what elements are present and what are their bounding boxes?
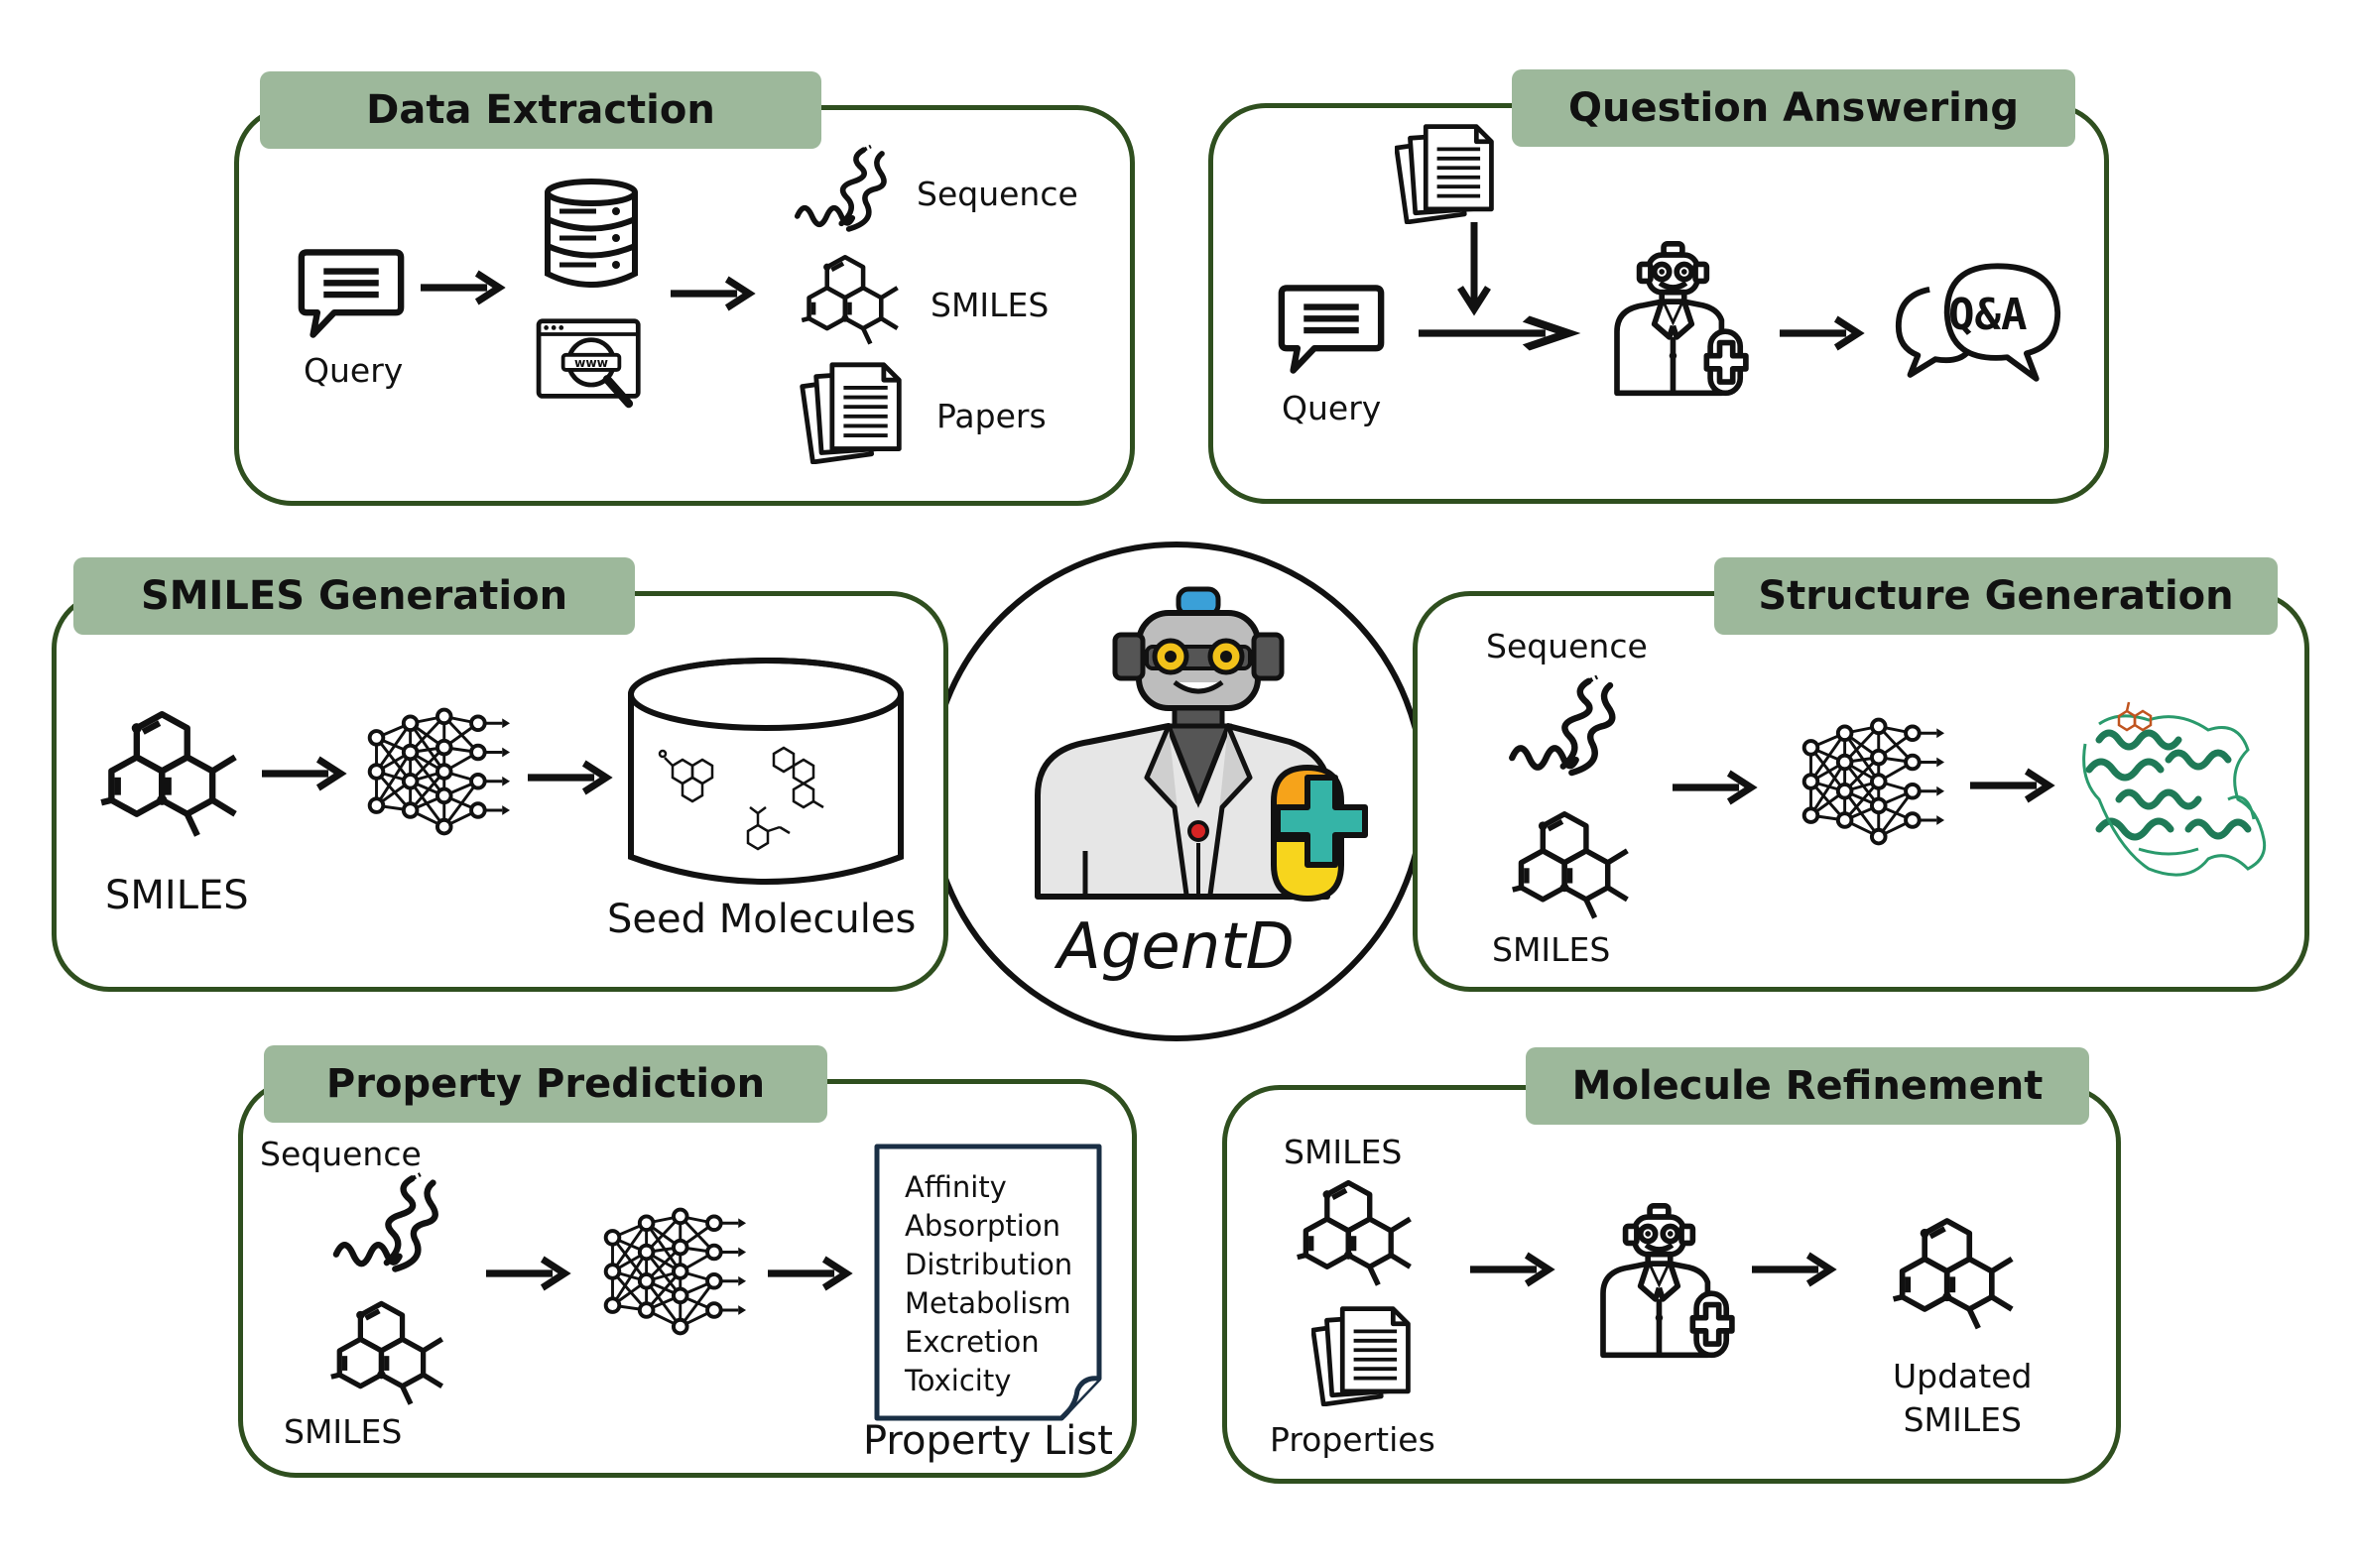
molecule-icon bbox=[798, 250, 911, 349]
arrow-right bbox=[1470, 1252, 1555, 1287]
arrow-right bbox=[768, 1256, 853, 1291]
sequence-input-label: Sequence bbox=[260, 1135, 422, 1173]
arrow-right bbox=[1970, 768, 2055, 803]
documents-icon bbox=[1395, 121, 1500, 224]
sequence-input-label: Sequence bbox=[1486, 627, 1648, 665]
dna-helix-icon bbox=[1508, 674, 1625, 782]
arrow-right bbox=[262, 756, 347, 791]
data-extraction-title: Data Extraction bbox=[260, 71, 821, 149]
arrow-right bbox=[1419, 315, 1581, 351]
cylinder-database-icon bbox=[625, 655, 907, 897]
arrow-right bbox=[421, 270, 506, 305]
database-icon bbox=[542, 179, 641, 288]
property-sheet-icon bbox=[873, 1143, 1103, 1422]
protein-structure-icon bbox=[2079, 700, 2274, 885]
molecule-icon bbox=[1294, 1174, 1425, 1291]
web-search-icon bbox=[534, 317, 649, 421]
arrow-right bbox=[1780, 315, 1865, 351]
robot-doctor-icon bbox=[1587, 1202, 1746, 1361]
robot-doctor-icon bbox=[1030, 583, 1368, 903]
arrow-right bbox=[486, 1256, 571, 1291]
arrow-right bbox=[1752, 1252, 1837, 1287]
seed-molecules-label: Seed Molecules bbox=[607, 897, 917, 942]
documents-icon bbox=[800, 359, 909, 464]
arrow-down-icon bbox=[1456, 222, 1492, 317]
molecule-icon bbox=[327, 1295, 456, 1410]
smiles-input-label: SMILES bbox=[105, 873, 249, 918]
robot-doctor-icon bbox=[1601, 240, 1760, 399]
dna-helix-icon bbox=[794, 143, 895, 238]
neural-network-icon bbox=[1792, 708, 1946, 855]
agent-name: AgentD bbox=[1057, 910, 1295, 984]
sequence-label: Sequence bbox=[917, 175, 1078, 213]
query-label: Query bbox=[1282, 389, 1382, 427]
structure-generation-title: Structure Generation bbox=[1714, 557, 2278, 635]
property-item: Excretion bbox=[905, 1325, 1040, 1359]
properties-label: Properties bbox=[1270, 1420, 1435, 1459]
papers-label: Papers bbox=[936, 397, 1047, 435]
property-item: Metabolism bbox=[905, 1286, 1071, 1320]
smiles-line: SMILES bbox=[1903, 1400, 2022, 1439]
arrow-right bbox=[671, 276, 756, 311]
molecule-icon bbox=[95, 704, 254, 843]
smiles-input-label: SMILES bbox=[284, 1412, 403, 1451]
chat-bubble-icon bbox=[298, 246, 405, 341]
qa-label: Q&A bbox=[1948, 290, 2028, 340]
smiles-generation-title: SMILES Generation bbox=[73, 557, 635, 635]
query-label: Query bbox=[304, 351, 404, 390]
arrow-right bbox=[528, 760, 613, 795]
structure-generation-panel bbox=[1413, 591, 2309, 992]
question-answering-title: Question Answering bbox=[1512, 69, 2075, 147]
molecule-icon bbox=[1508, 805, 1643, 924]
updated-smiles-label: Updated SMILES bbox=[1893, 1355, 2032, 1442]
smiles-input-label: SMILES bbox=[1284, 1133, 1403, 1171]
dna-helix-icon bbox=[331, 1172, 448, 1277]
property-item: Affinity bbox=[905, 1170, 1007, 1204]
property-item: Absorption bbox=[905, 1209, 1060, 1243]
chat-bubble-icon bbox=[1278, 282, 1385, 377]
molecule-icon bbox=[1889, 1212, 2028, 1335]
neural-network-icon bbox=[593, 1198, 748, 1345]
property-prediction-title: Property Prediction bbox=[264, 1045, 827, 1123]
property-item: Distribution bbox=[905, 1248, 1073, 1281]
documents-icon bbox=[1311, 1303, 1417, 1406]
property-item: Toxicity bbox=[905, 1364, 1012, 1397]
updated-line: Updated bbox=[1893, 1357, 2033, 1395]
smiles-input-label: SMILES bbox=[1492, 930, 1611, 969]
property-list: Affinity Absorption Distribution Metabol… bbox=[905, 1168, 1072, 1400]
property-list-label: Property List bbox=[863, 1418, 1113, 1464]
arrow-right bbox=[1673, 770, 1758, 805]
neural-network-icon bbox=[357, 698, 512, 845]
smiles-label: SMILES bbox=[931, 286, 1050, 324]
molecule-refinement-title: Molecule Refinement bbox=[1526, 1047, 2089, 1125]
